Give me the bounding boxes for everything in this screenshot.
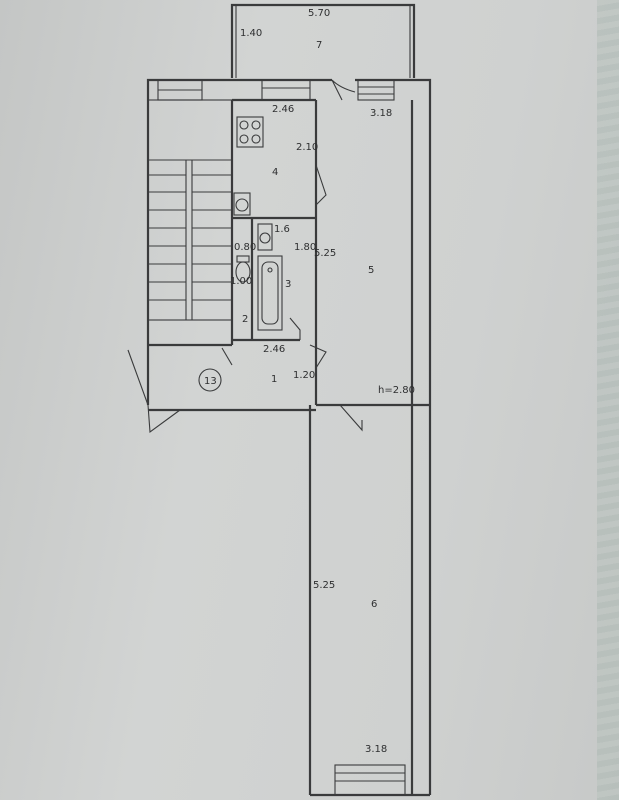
dim-5-25-room6: 5.25 — [313, 580, 335, 591]
dim-2-46-kitchen: 2.46 — [272, 104, 294, 115]
dim-5-70: 5.70 — [308, 8, 330, 19]
stair-mark-circle — [198, 368, 222, 392]
dim-5-25-room5: 5.25 — [314, 248, 336, 259]
stair-mark-label: 13 — [204, 376, 217, 387]
room-labels: 7 4 3 2 1 5 6 13 — [204, 40, 377, 610]
room-6-label: 6 — [371, 599, 377, 610]
dim-1-00: 1.00 — [230, 276, 252, 287]
room-5-label: 5 — [368, 265, 374, 276]
outer-walls — [146, 3, 432, 797]
staircase — [147, 99, 233, 321]
room-4-label: 4 — [272, 167, 278, 178]
dim-1-40: 1.40 — [240, 28, 262, 39]
dim-2-46-hall: 2.46 — [263, 344, 285, 355]
dimension-labels: 5.70 1.40 2.46 3.18 2.10 5.25 1.80 1.6 0… — [230, 8, 415, 755]
room-7-label: 7 — [316, 40, 322, 51]
toilet-icon — [235, 255, 251, 283]
dim-0-80: 0.80 — [234, 242, 256, 253]
fixtures — [198, 116, 283, 392]
bathtub-icon — [257, 255, 283, 331]
room-2-label: 2 — [242, 314, 248, 325]
dim-3-18-bottom: 3.18 — [365, 744, 387, 755]
dim-1-80: 1.80 — [294, 242, 316, 253]
kitchen-sink-icon — [233, 192, 251, 216]
doors — [127, 79, 363, 434]
dim-3-18-top: 3.18 — [370, 108, 392, 119]
dim-1-6: 1.6 — [274, 224, 290, 235]
room-1-label: 1 — [271, 374, 277, 385]
dim-2-10: 2.10 — [296, 142, 318, 153]
dim-1-20: 1.20 — [293, 370, 315, 381]
stove-icon — [236, 116, 264, 148]
dim-h-2-80: h=2.80 — [378, 385, 415, 396]
paper-edge — [597, 0, 619, 800]
room-3-label: 3 — [285, 279, 291, 290]
basin-icon — [257, 223, 273, 251]
